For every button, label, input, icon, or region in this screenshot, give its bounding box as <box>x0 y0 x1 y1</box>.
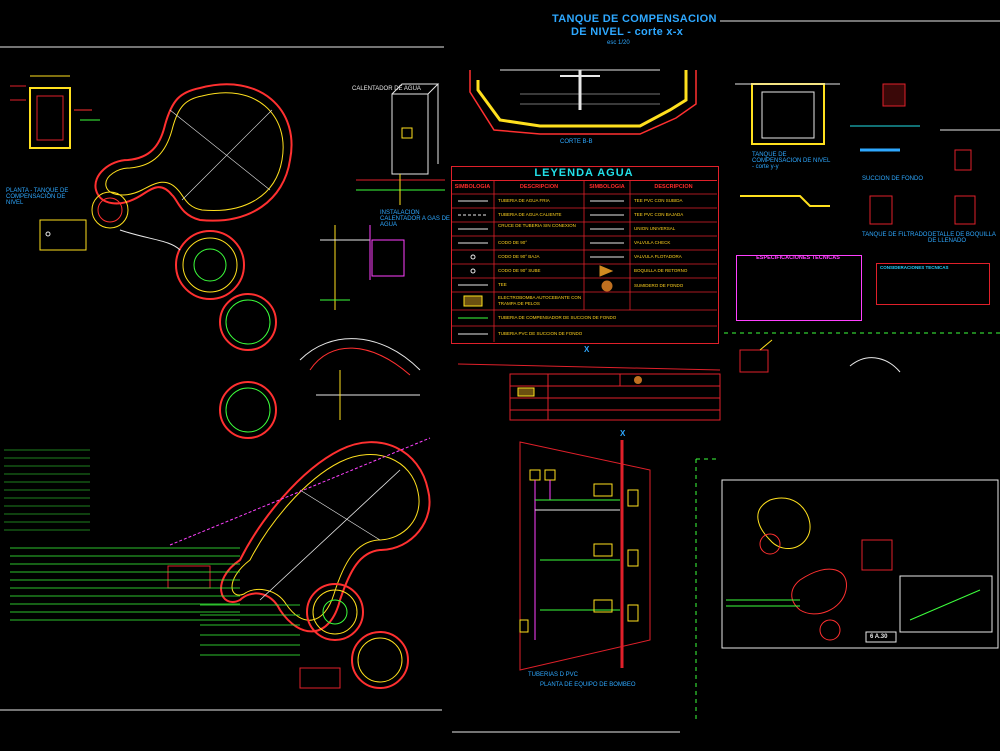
notes-title: CONSIDERACIONES TECNICAS <box>880 265 949 270</box>
section-label-instalacion: INSTALACION CALENTADOR A GAS DE AGUA <box>380 210 450 228</box>
section-cut <box>469 69 697 135</box>
legend-item: TEE <box>498 282 507 287</box>
section-label-corte: CORTE B-B <box>560 139 593 145</box>
riser-diagram <box>299 225 421 420</box>
legend-item: TUBERIA DE COMPENSADOR DE SUCCION DE FON… <box>498 315 617 320</box>
legend-item: UNION UNIVERSAL <box>634 226 676 231</box>
legend-item: TEE PVC CON SUBIDA <box>634 198 683 203</box>
legend-item: ELECTROBOMBA AUTOCEBANTE CON TRAMPA DE P… <box>498 295 582 306</box>
section-label-succion-fondo: SUCCION DE FONDO <box>862 176 924 182</box>
legend-item: CODO DE 90° <box>498 240 528 245</box>
spec-title: ESPECIFICACIONES TECNICAS <box>756 255 840 261</box>
legend-header-desc-left: DESCRIPCION <box>519 184 559 190</box>
pipe-bundle <box>10 547 300 656</box>
notes-box <box>876 263 990 305</box>
dashed-frames <box>695 332 1000 720</box>
legend-header-symbol-left: SIMBOLOGIA <box>454 184 491 190</box>
legend-symbols <box>458 200 624 335</box>
water-heater <box>356 83 445 205</box>
legend-item: VALVULA CHECK <box>634 240 671 245</box>
tank-plan <box>10 75 100 251</box>
legend-item: CODO DE 90° SUBE <box>498 268 541 273</box>
drawing-scale: esc 1/20 <box>607 40 630 46</box>
legend-strip <box>457 363 721 421</box>
legend-title: LEYENDA AGUA <box>451 166 717 181</box>
section-marker-x-top: X <box>584 345 590 354</box>
section-label-detalle-boquilla: DETALLE DE BOQUILLA DE LLENADO <box>928 232 996 244</box>
section-label-tanque-nivel: TANQUE DE COMPENSACION DE NIVEL - corte … <box>752 152 831 170</box>
section-label-tanque-filtrado: TANQUE DE FILTRADO <box>862 232 928 238</box>
legend-item: SUMIDERO DE FONDO <box>634 283 684 288</box>
big-pool <box>167 437 431 689</box>
legend-item: TUBERIA DE AGUA CALIENTE <box>498 212 562 217</box>
pump-room <box>519 440 651 671</box>
legend-item: CRUCE DE TUBERIA SIN CONEXION <box>498 223 576 228</box>
section-label-planta-bombeo: PLANTA DE EQUIPO DE BOMBEO <box>540 682 636 688</box>
legend-item: VALVULA FLOTADORA <box>634 254 682 259</box>
legend-table <box>451 166 719 344</box>
legend-item: TEE PVC CON BAJADA <box>634 212 684 217</box>
legend-item: CODO DE 90° BAJA <box>498 254 540 259</box>
section-label-planta-tanque: PLANTA - TANQUE DE COMPENSACION DE NIVEL <box>6 188 69 206</box>
section-label-calentador: CALENTADOR DE AGUA <box>352 86 421 92</box>
list-left <box>4 449 90 531</box>
legend-grid <box>451 180 717 342</box>
section-label-tuberias: TUBERIAS D PVC <box>528 672 579 678</box>
legend-item: BOQUILLA DE RETORNO <box>634 268 688 273</box>
legend-header-desc-right: DESCRIPCION <box>654 184 693 190</box>
detail-tank-right <box>735 83 1000 225</box>
mid-right-bits <box>739 339 901 373</box>
sheet-number: 6 A.30 <box>870 634 888 640</box>
spec-box <box>736 255 862 321</box>
drawing-title-line1: TANQUE DE COMPENSACION <box>552 13 717 25</box>
sheet-borders <box>0 20 1000 733</box>
drawing-title-line2: DE NIVEL - corte x-x <box>571 26 684 38</box>
section-marker-x-bottom: X <box>620 429 626 438</box>
legend-item: TUBERIA PVC DE SUCCION DE FONDO <box>498 331 583 336</box>
legend-item: TUBERIA DE AGUA FRIA <box>498 198 550 203</box>
legend-header-symbol-right: SIMBOLOGIA <box>589 184 625 190</box>
small-pool <box>91 83 293 439</box>
sheet-preview <box>721 479 999 649</box>
